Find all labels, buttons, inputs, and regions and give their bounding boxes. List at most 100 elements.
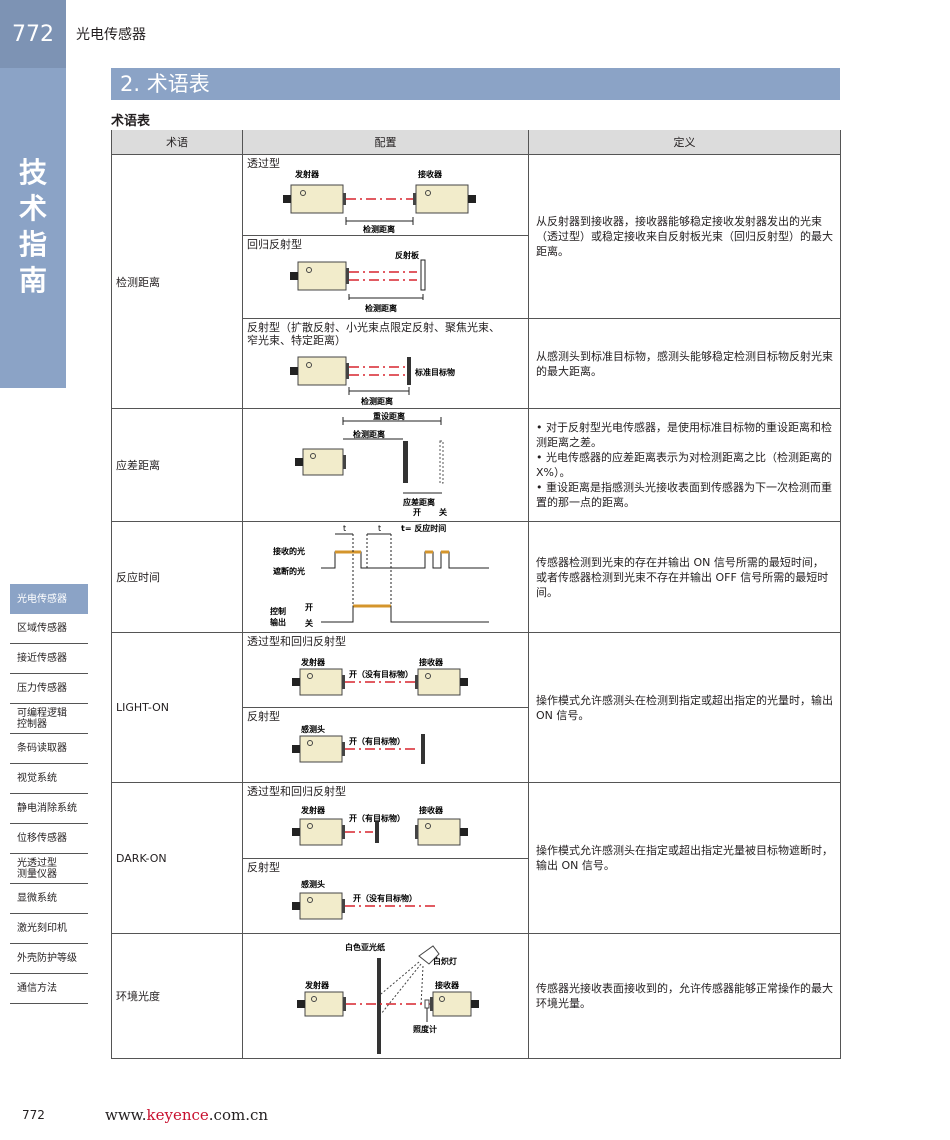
term-cell: 反应时间 — [111, 521, 243, 633]
t-label: t — [378, 524, 381, 533]
side-nav-label: 位移传感器 — [17, 833, 67, 844]
tab-char: 技 — [18, 156, 47, 189]
config-cell: 接收的光 遮断的光 控制 输出 开 关 — [242, 521, 529, 633]
emitter-label: 发射器 — [300, 805, 326, 815]
side-nav-item[interactable]: 区域传感器 — [10, 614, 88, 644]
side-nav-label: 光透过型 测量仪器 — [17, 857, 57, 880]
receiver-label: 接收器 — [418, 169, 443, 179]
term-cell: 检测距离 — [111, 154, 243, 409]
lighton-reflective-diagram: 感测头 开（有目标物） — [292, 724, 425, 764]
side-nav-label: 显微系统 — [17, 893, 57, 904]
reflector-label: 反射板 — [395, 250, 420, 260]
table-title: 术语表 — [111, 114, 151, 129]
off-label: 关 — [305, 618, 313, 628]
receiver-sensor-icon — [415, 818, 468, 846]
side-nav-item[interactable]: 激光刻印机 — [10, 914, 88, 944]
side-nav-label: 压力传感器 — [17, 683, 67, 694]
side-nav-item[interactable]: 可编程逻辑 控制器 — [10, 704, 88, 734]
definition-bullet: • 光电传感器的应差距离表示为对检测距离之比（检测距离的 X%）。 — [536, 451, 832, 479]
table-row: DARK-ON 透过型和回归反射型 发射器 接收器 开（有目标物） 反射 — [111, 782, 841, 934]
timing-diagram: 接收的光 遮断的光 控制 输出 开 关 — [270, 523, 489, 628]
emitter-sensor-icon — [292, 668, 345, 696]
page-number: 772 — [12, 21, 54, 47]
config-label: 回归反射型 — [247, 238, 302, 251]
url-prefix: www. — [105, 1106, 147, 1124]
side-nav-label: 可编程逻辑 控制器 — [17, 707, 67, 730]
column-header-term: 术语 — [111, 130, 243, 155]
standard-target-label: 标准目标物 — [414, 367, 455, 377]
table-row: 反射型（扩散反射、小光束点限定反射、聚焦光束、 窄光束、特定距离） 标准目标物 … — [111, 318, 841, 409]
side-nav-label: 激光刻印机 — [17, 923, 67, 934]
column-header-definition: 定义 — [528, 130, 841, 155]
white-paper-label: 白色亚光纸 — [345, 942, 385, 952]
table-row: 环境光度 白色亚光纸 白炽灯 — [111, 933, 841, 1059]
config-cell: 透过型和回归反射型 发射器 接收器 开（有目标物） 反射型 — [242, 782, 529, 934]
retroreflective-diagram: 反射板 检测距离 — [290, 250, 426, 313]
url-suffix: .com.cn — [208, 1106, 269, 1124]
side-nav-label: 外壳防护等级 — [17, 953, 77, 964]
term-cell: 应差距离 — [111, 408, 243, 522]
receiver-label: 接收器 — [419, 805, 444, 815]
footer-website-link[interactable]: www.keyence.com.cn — [105, 1106, 268, 1124]
config-label: 反射型 — [247, 710, 280, 723]
receiver-sensor-icon — [430, 991, 479, 1017]
side-nav-item[interactable]: 条码读取器 — [10, 734, 88, 764]
head-sensor-icon — [292, 892, 345, 920]
side-nav-item[interactable]: 光透过型 测量仪器 — [10, 854, 88, 884]
table-row: LIGHT-ON 透过型和回归反射型 发射器 接收器 开（没有目标物） 反射型 — [111, 632, 841, 783]
darkon-through-diagram: 发射器 接收器 开（有目标物） — [292, 805, 468, 846]
definition-cell: 操作模式允许感测头在检测到指定或超出指定的光量时，输出 ON 信号。 — [528, 632, 841, 783]
output-label: 输出 — [270, 617, 286, 627]
diagram-through-beam: 透过型 发射器 接收器 检测距离 — [243, 155, 528, 236]
receiver-sensor-icon — [413, 184, 476, 214]
side-navigation: 光电传感器区域传感器接近传感器压力传感器可编程逻辑 控制器条码读取器视觉系统静电… — [10, 584, 88, 1004]
side-nav-item[interactable]: 通信方法 — [10, 974, 88, 1004]
emitter-sensor-icon — [292, 818, 345, 846]
receiver-label: 接收器 — [419, 657, 444, 667]
diagram-hysteresis: 重设距离 检测距离 应差距离 开 关 — [243, 409, 528, 521]
diffuse-reflective-diagram: 标准目标物 检测距离 — [290, 356, 455, 406]
table-header-row: 术语 配置 定义 — [111, 130, 841, 155]
emitter-label: 发射器 — [294, 169, 320, 179]
tab-char: 术 — [18, 192, 47, 225]
vertical-section-tab: 技 术 指 南 — [0, 68, 66, 388]
on-label: 开 — [413, 508, 421, 517]
definition-cell: 操作模式允许感测头在指定或超出指定光量被目标物遮断时，输出 ON 信号。 — [528, 782, 841, 934]
footer-page-number: 772 — [22, 1108, 45, 1122]
diagram-darkon-through: 透过型和回归反射型 发射器 接收器 开（有目标物） — [243, 783, 528, 859]
side-nav-item[interactable]: 外壳防护等级 — [10, 944, 88, 974]
side-nav-label: 静电消除系统 — [17, 803, 77, 814]
side-nav-item[interactable]: 静电消除系统 — [10, 794, 88, 824]
head-sensor-icon — [292, 735, 345, 763]
side-nav-item[interactable]: 接近传感器 — [10, 644, 88, 674]
section-title: 2. 术语表 — [111, 68, 840, 100]
diffuse-sensor-icon — [290, 356, 349, 386]
side-nav-item[interactable]: 位移传感器 — [10, 824, 88, 854]
state-label: 开（有目标物） — [349, 736, 405, 746]
config-label: 透过型和回归反射型 — [247, 635, 346, 648]
off-label: 关 — [439, 507, 447, 517]
config-cell: 透过型和回归反射型 发射器 接收器 开（没有目标物） 反射型 — [242, 632, 529, 783]
lighton-through-diagram: 发射器 接收器 开（没有目标物） — [292, 657, 468, 696]
table-row: 反应时间 接收的光 遮断的光 控制 输出 开 关 — [111, 521, 841, 633]
config-label: 反射型（扩散反射、小光束点限定反射、聚焦光束、 窄光束、特定距离） — [247, 321, 500, 347]
side-nav-label: 光电传感器 — [17, 593, 67, 605]
side-nav-label: 条码读取器 — [17, 743, 67, 754]
light-blocked-label: 遮断的光 — [273, 566, 305, 576]
state-label: 开（有目标物） — [349, 813, 405, 823]
side-nav-item[interactable]: 光电传感器 — [10, 584, 88, 614]
detect-distance-label: 检测距离 — [365, 303, 397, 313]
reset-distance-label: 重设距离 — [373, 411, 405, 421]
table-row: 应差距离 重设距离 检测距离 应差距离 开 关 — [111, 408, 841, 522]
tab-char: 指 — [18, 228, 47, 261]
detect-distance-label: 检测距离 — [363, 224, 395, 234]
column-header-config: 配置 — [242, 130, 529, 155]
light-received-label: 接收的光 — [273, 546, 305, 556]
side-nav-item[interactable]: 显微系统 — [10, 884, 88, 914]
url-brand: keyence — [146, 1106, 209, 1124]
diagram-ambient-light: 白色亚光纸 白炽灯 发射器 接收器 照度计 — [243, 934, 528, 1058]
retro-sensor-icon — [290, 261, 349, 291]
side-nav-item[interactable]: 视觉系统 — [10, 764, 88, 794]
side-nav-item[interactable]: 压力传感器 — [10, 674, 88, 704]
lux-meter-label: 照度计 — [413, 1024, 437, 1034]
